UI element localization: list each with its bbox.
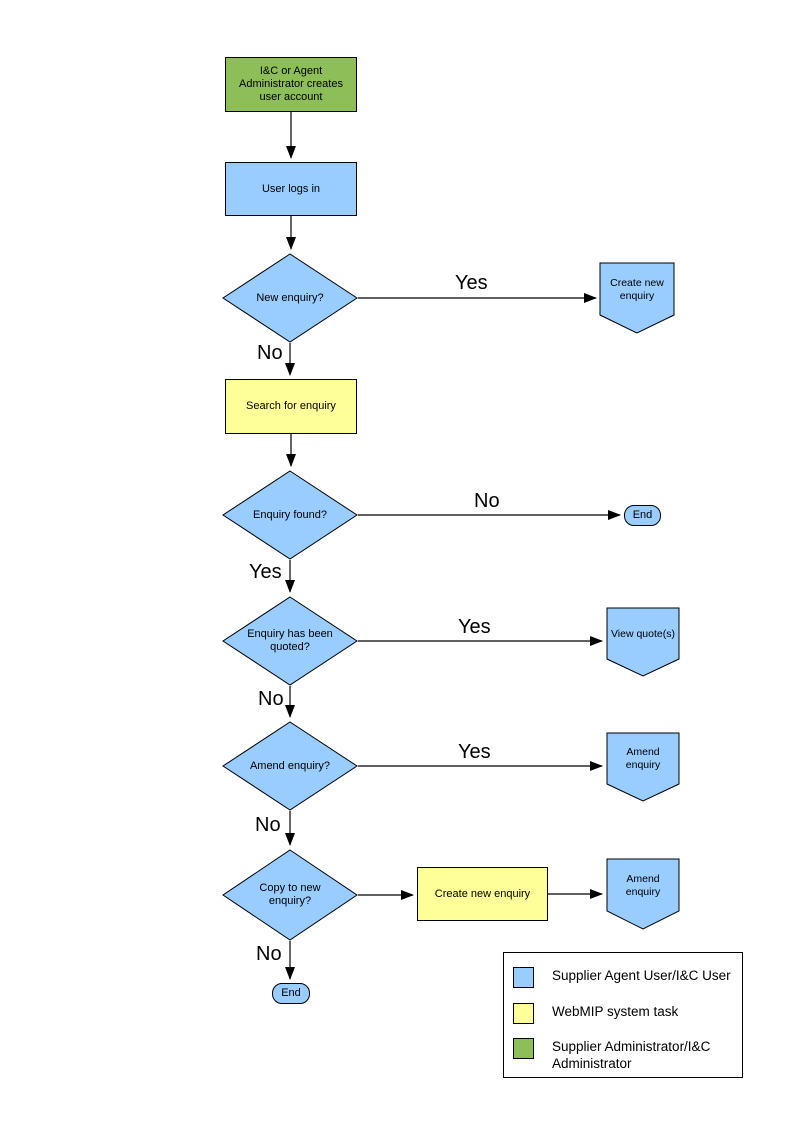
diamond-shape <box>222 253 358 343</box>
node-label: User logs in <box>261 182 321 195</box>
node-end-final: End <box>272 983 310 1004</box>
node-decision-enquiry-found: Enquiry found? <box>222 470 358 560</box>
node-label: End <box>632 509 653 521</box>
edge-label-quoted-no: No <box>258 688 284 710</box>
diamond-shape <box>222 849 358 941</box>
node-end-not-found: End <box>624 505 661 526</box>
node-label: Search for enquiry <box>246 400 336 412</box>
node-label: Amend enquiry <box>625 746 661 772</box>
legend-swatch-yellow <box>513 1003 534 1024</box>
legend-label: WebMIP system task <box>552 1004 679 1019</box>
legend: Supplier Agent User/I&C User WebMIP syst… <box>503 952 743 1078</box>
legend-label: Supplier Administrator/I&C Administrator <box>552 1039 711 1071</box>
edge-label-enquiry-found-yes: Yes <box>249 561 282 583</box>
edge-label-quoted-yes: Yes <box>458 616 491 638</box>
node-create-user-account: I&C or Agent Administrator creates user … <box>225 57 357 112</box>
node-label: View quote(s) <box>610 627 675 640</box>
node-label: Create new enquiry <box>434 887 531 900</box>
legend-swatch-green <box>513 1038 534 1059</box>
edge-label-amend-yes: Yes <box>458 741 491 763</box>
node-offpage-amend-enquiry-1: Amend enquiry <box>606 732 680 802</box>
legend-label: Supplier Agent User/I&C User <box>552 968 731 983</box>
node-label: Enquiry has been quoted? <box>247 628 333 653</box>
node-decision-copy-to-new: Copy to new enquiry? <box>222 849 358 941</box>
node-search-for-enquiry: Search for enquiry <box>225 379 357 434</box>
offpage-connector-shape <box>606 732 680 802</box>
legend-item-user: Supplier Agent User/I&C User <box>513 967 736 988</box>
node-label: Amend enquiry <box>625 873 661 899</box>
diamond-shape <box>222 596 358 686</box>
node-label: New enquiry? <box>256 291 324 304</box>
legend-item-system: WebMIP system task <box>513 1003 736 1024</box>
node-decision-amend-enquiry: Amend enquiry? <box>222 721 358 811</box>
diamond-shape <box>222 470 358 560</box>
node-offpage-create-new-enquiry: Create new enquiry <box>599 262 675 334</box>
diamond-shape <box>222 721 358 811</box>
node-label: Amend enquiry? <box>249 759 331 772</box>
edge-label-copy-no: No <box>256 943 282 965</box>
node-label: Copy to new enquiry? <box>259 882 321 907</box>
edge-label-enquiry-found-no: No <box>474 490 500 512</box>
offpage-connector-shape <box>606 858 680 930</box>
node-offpage-amend-enquiry-2: Amend enquiry <box>606 858 680 930</box>
node-label: Create new enquiry <box>610 277 664 303</box>
legend-item-admin: Supplier Administrator/I&C Administrator <box>513 1038 736 1072</box>
node-decision-new-enquiry: New enquiry? <box>222 253 358 343</box>
offpage-connector-shape <box>599 262 675 334</box>
edge-label-amend-no: No <box>255 814 281 836</box>
edge-label-new-enquiry-no: No <box>257 342 283 364</box>
node-label: I&C or Agent Administrator creates user … <box>239 65 343 103</box>
node-label: Enquiry found? <box>253 508 327 521</box>
node-create-new-enquiry-mid: Create new enquiry <box>417 867 548 921</box>
node-user-logs-in: User logs in <box>225 162 357 216</box>
legend-swatch-blue <box>513 967 534 988</box>
node-label: End <box>281 987 301 999</box>
node-decision-enquiry-quoted: Enquiry has been quoted? <box>222 596 358 686</box>
edge-label-new-enquiry-yes: Yes <box>455 272 488 294</box>
offpage-connector-shape <box>606 607 680 677</box>
node-offpage-view-quotes: View quote(s) <box>606 607 680 677</box>
